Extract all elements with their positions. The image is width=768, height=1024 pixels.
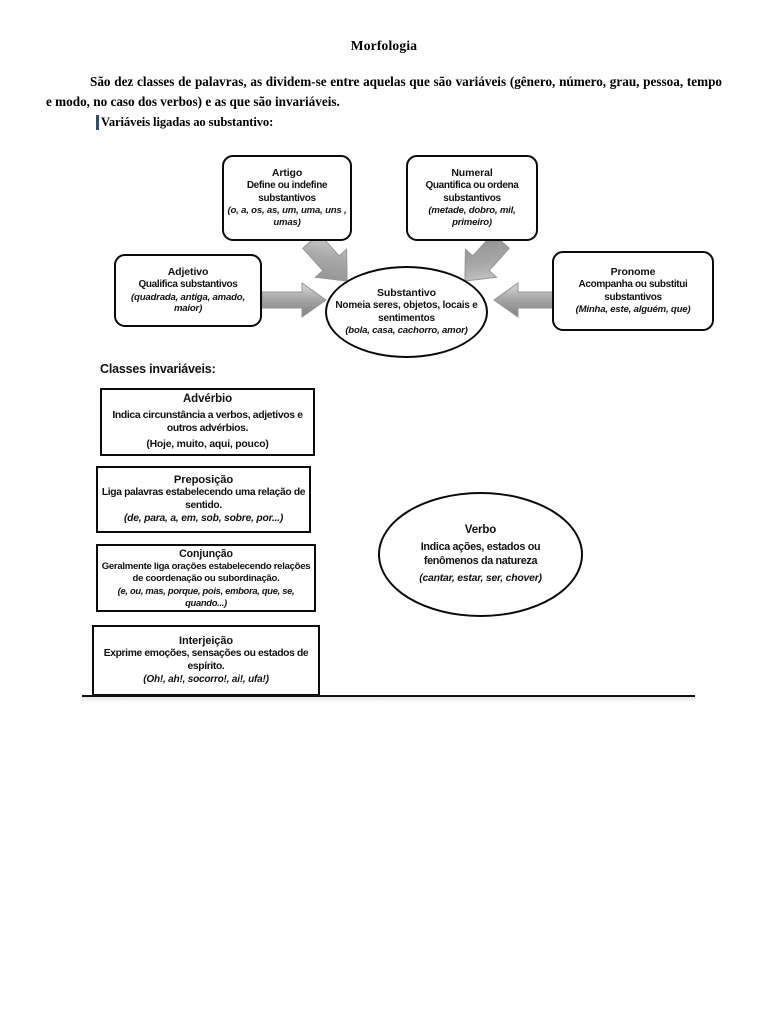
- arrow-adjetivo-to-substantivo: [262, 281, 328, 319]
- node-substantivo-title: Substantivo: [377, 287, 436, 300]
- node-numeral-description: Quantifica ou ordena substantivos: [425, 180, 519, 204]
- node-verbo-examples: (cantar, estar, ser, chover): [419, 573, 542, 585]
- arrow-artigo-to-substantivo: [298, 232, 360, 290]
- intro-paragraph: São dez classes de palavras, as dividem-…: [46, 74, 722, 110]
- node-artigo-title: Artigo: [271, 167, 303, 180]
- node-adjetivo: Adjetivo Qualifica substantivos (quadrad…: [114, 254, 262, 327]
- node-substantivo-examples: (bola, casa, cachorro, amor): [345, 325, 468, 337]
- node-interjeicao-examples: (Oh!, ah!, socorro!, ai!, ufa!): [143, 674, 269, 686]
- subheading-label: Variáveis ligadas ao substantivo:: [101, 115, 274, 129]
- node-numeral: Numeral Quantifica ou ordena substantivo…: [406, 155, 538, 241]
- node-conjuncao: Conjunção Geralmente liga orações estabe…: [96, 544, 316, 612]
- node-artigo: Artigo Define ou indefine substantivos (…: [222, 155, 352, 241]
- node-verbo-title: Verbo: [464, 523, 497, 536]
- node-substantivo: Substantivo Nomeia seres, objetos, locai…: [325, 266, 488, 358]
- arrow-pronome-to-substantivo: [492, 281, 558, 319]
- node-preposicao-examples: (de, para, a, em, sob, sobre, por...): [123, 513, 284, 525]
- text-cursor-icon: [96, 115, 99, 130]
- node-interjeicao: Interjeição Exprime emoções, sensações o…: [92, 625, 320, 696]
- page-title: Morfologia: [350, 38, 418, 53]
- node-adjetivo-title: Adjetivo: [167, 265, 209, 278]
- node-interjeicao-description: Exprime emoções, sensações ou estados de…: [103, 648, 309, 673]
- node-pronome-examples: (Minha, este, alguém, que): [575, 304, 691, 316]
- node-numeral-examples: (metade, dobro, mil, primeiro): [428, 205, 516, 229]
- bottom-rule-shadow: [82, 697, 695, 702]
- node-numeral-title: Numeral: [451, 167, 493, 180]
- node-conjuncao-title: Conjunção: [179, 547, 233, 560]
- node-artigo-examples: (o, a, os, as, um, uma, uns , umas): [227, 205, 347, 229]
- subheading-variaveis: Variáveis ligadas ao substantivo:: [96, 115, 273, 130]
- node-interjeicao-title: Interjeição: [179, 634, 233, 647]
- section-label-invariaveis: Classes invariáveis:: [100, 362, 216, 376]
- node-verbo: Verbo Indica ações, estados ou fenômenos…: [378, 492, 583, 617]
- node-adverbio-title: Advérbio: [182, 392, 233, 405]
- node-substantivo-description: Nomeia seres, objetos, locais e sentimen…: [335, 300, 478, 324]
- node-adjetivo-examples: (quadrada, antiga, amado, maior): [131, 291, 245, 315]
- node-adverbio-examples: (Hoje, muito, aqui, pouco): [146, 439, 269, 451]
- node-artigo-description: Define ou indefine substantivos: [246, 180, 328, 204]
- node-conjuncao-description: Geralmente liga orações estabelecendo re…: [101, 561, 311, 585]
- node-verbo-description: Indica ações, estados ou fenômenos da na…: [420, 541, 541, 567]
- node-preposicao: Preposição Liga palavras estabelecendo u…: [96, 466, 311, 533]
- node-conjuncao-examples: (e, ou, mas, porque, pois, embora, que, …: [117, 585, 295, 608]
- node-preposicao-title: Preposição: [173, 474, 234, 487]
- node-adverbio: Advérbio Indica circunstância a verbos, …: [100, 388, 315, 456]
- node-preposicao-description: Liga palavras estabelecendo uma relação …: [101, 487, 306, 512]
- node-pronome-title: Pronome: [610, 266, 656, 279]
- node-adjetivo-description: Qualifica substantivos: [138, 279, 238, 291]
- node-adverbio-description: Indica circunstância a verbos, adjetivos…: [112, 410, 303, 435]
- node-pronome-description: Acompanha ou substitui substantivos: [578, 279, 688, 303]
- node-pronome: Pronome Acompanha ou substitui substanti…: [552, 251, 714, 331]
- bottom-horizontal-rule: [82, 695, 695, 697]
